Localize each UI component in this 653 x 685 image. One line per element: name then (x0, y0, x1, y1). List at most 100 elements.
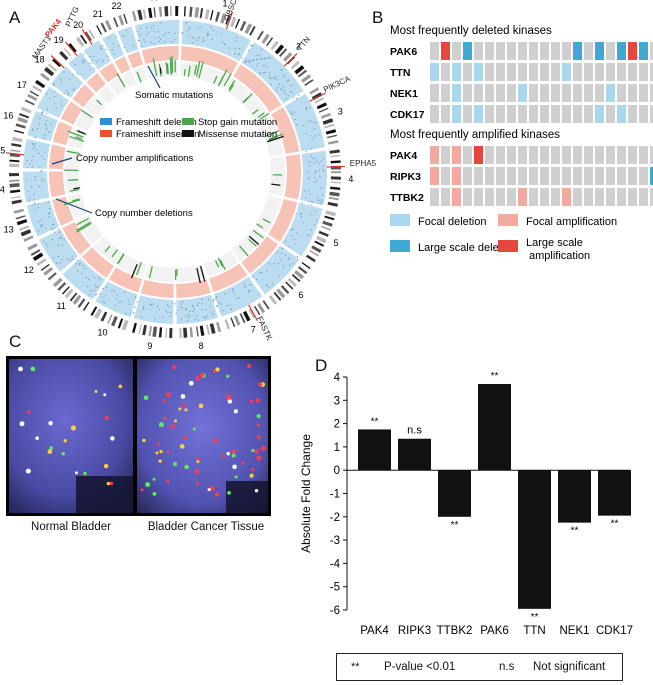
grid-cell (441, 188, 450, 206)
mutation-track (268, 156, 285, 197)
chromosome-band (29, 90, 40, 97)
bar-ttn (518, 470, 551, 609)
cn-point (120, 301, 122, 303)
grid-cell (430, 188, 439, 206)
cn-point (309, 193, 311, 196)
fish-signal (143, 395, 149, 401)
cn-point (98, 276, 100, 279)
cn-point (81, 272, 83, 274)
chromosome-band (21, 106, 32, 114)
cn-point (118, 301, 120, 303)
cn-point (307, 172, 309, 174)
cn-point (275, 75, 277, 77)
fish-signal (47, 449, 53, 454)
grid-cell (573, 63, 582, 81)
legend-swatch-focal-deletion (390, 214, 410, 226)
chromosome-band (69, 292, 78, 302)
cn-point (168, 305, 170, 308)
chromosome-band (24, 99, 35, 106)
cn-point (31, 204, 33, 206)
grid-cell (463, 84, 472, 102)
cn-point (45, 243, 48, 245)
cn-point (301, 202, 303, 204)
category-label: TTN (523, 625, 545, 637)
cn-point (51, 228, 53, 231)
kinase-label: PAK4 (390, 150, 417, 162)
chromosome-band (113, 17, 119, 28)
mutation-tick (257, 112, 265, 118)
grid-cell (650, 188, 653, 206)
cn-point (290, 112, 292, 114)
cn-point (34, 176, 36, 178)
fish-signal (163, 416, 167, 420)
mutation-tick (248, 238, 257, 247)
chromosome-band (276, 288, 286, 299)
chromosome-band (244, 23, 253, 34)
cn-point (27, 190, 29, 192)
cn-point (111, 49, 113, 51)
cn-amplification-track (81, 247, 115, 278)
cn-point (175, 312, 177, 314)
cn-point (67, 94, 69, 96)
cn-point (280, 69, 282, 71)
cn-point (98, 59, 100, 61)
cn-point (40, 224, 42, 226)
grid-cell (529, 105, 538, 123)
chromosome-band (19, 225, 30, 231)
cn-point (288, 246, 291, 248)
cn-point (282, 247, 284, 250)
cn-point (318, 133, 320, 136)
chromosome-band (40, 72, 50, 81)
grid-cell (551, 84, 560, 102)
cn-point (259, 72, 261, 74)
cn-point (36, 149, 38, 151)
legend-frameshift-deletion: Frameshift deletion (116, 117, 197, 128)
cn-point (38, 123, 41, 125)
cn-point (315, 158, 317, 160)
mutation-tick (152, 58, 158, 77)
cn-point (204, 316, 206, 319)
cn-point (296, 123, 298, 126)
y-tick-label: -5 (330, 582, 340, 594)
fish-images (6, 356, 271, 516)
cn-point (266, 284, 268, 286)
cn-point (97, 286, 99, 288)
grid-cell (518, 167, 527, 185)
mutation-tick (69, 188, 79, 192)
cn-deletion-track (102, 32, 125, 60)
mutation-tick (104, 245, 111, 253)
chromosome-band (15, 123, 26, 129)
grid-cell (551, 188, 560, 206)
cn-point (269, 75, 271, 77)
fish-signal (207, 488, 211, 492)
fish-signal (166, 480, 170, 484)
cn-point (251, 45, 253, 47)
cn-point (182, 301, 184, 303)
cn-point (40, 112, 43, 114)
chromosome-band (327, 201, 338, 207)
cn-point (218, 301, 220, 303)
mutation-tick (76, 217, 89, 226)
cn-point (314, 210, 316, 212)
kinase-grid: Most frequently deleted kinases Most fre… (390, 25, 653, 262)
cn-point (309, 165, 311, 167)
cn-point (283, 76, 285, 78)
cn-deletion-track (213, 276, 263, 317)
chromosome-label: 3 (338, 106, 343, 116)
grid-cell (628, 167, 637, 185)
cn-point (198, 36, 200, 38)
chromosome-band (35, 79, 46, 89)
grid-cell (617, 146, 626, 164)
fish-signal (30, 366, 36, 372)
grid-cell (606, 188, 615, 206)
chromosome-label: 13 (4, 224, 14, 234)
significance-label: ** (451, 520, 459, 531)
category-label: PAK4 (360, 625, 389, 637)
cn-point (48, 213, 51, 215)
grid-cell (606, 84, 615, 102)
cn-point (154, 37, 156, 40)
cn-point (180, 319, 183, 321)
y-tick-label: -2 (330, 512, 340, 524)
cn-point (77, 73, 79, 75)
gene-marker (326, 165, 345, 168)
